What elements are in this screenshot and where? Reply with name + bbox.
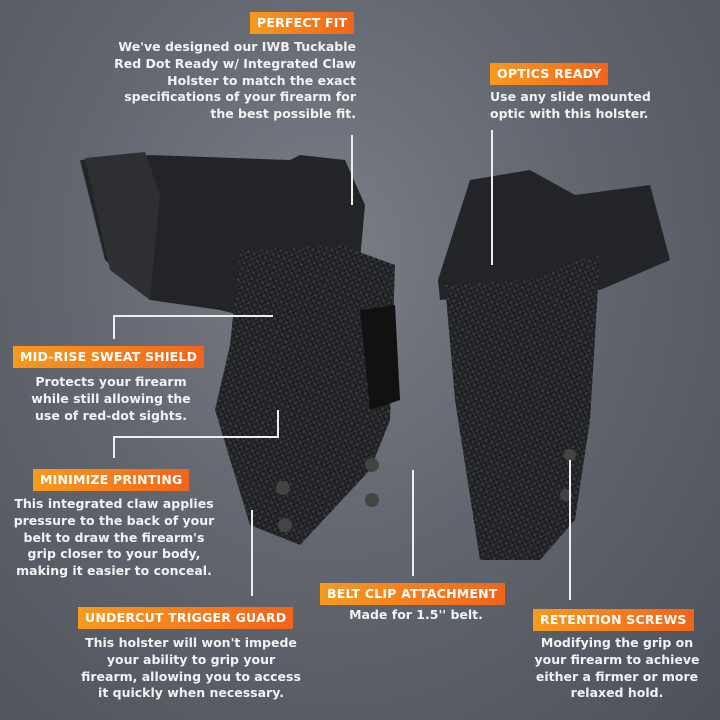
retention-screws-tag: RETENTION SCREWS bbox=[533, 609, 694, 631]
text-line: it quickly when necessary. bbox=[98, 685, 284, 701]
retention-connector bbox=[569, 460, 571, 600]
text-line: pressure to the back of your bbox=[13, 512, 215, 528]
text-line: specifications of your firearm for bbox=[124, 89, 356, 105]
perfect-fit-tag: PERFECT FIT bbox=[250, 12, 355, 34]
text-line: Use any slide mounted bbox=[490, 89, 651, 104]
text-line: Red Dot Ready w/ Integrated Claw bbox=[114, 55, 356, 71]
text-line: optic with this holster. bbox=[490, 105, 649, 121]
text-line: We've designed our IWB Tuckable bbox=[118, 39, 356, 54]
sweat-shield-tag: MID-RISE SWEAT SHIELD bbox=[13, 346, 205, 368]
text-line: grip closer to your body, bbox=[27, 546, 201, 562]
optics-ready-connector bbox=[491, 130, 493, 265]
printing-connector-v bbox=[277, 410, 279, 438]
text-line: This holster will won't impede bbox=[85, 635, 297, 650]
printing-connector bbox=[113, 436, 115, 458]
text-line: Modifying the grip on bbox=[540, 635, 694, 650]
text-line: relaxed hold. bbox=[570, 685, 664, 701]
text-line: making it easier to conceal. bbox=[16, 563, 212, 579]
text-line: belt to draw the firearm's bbox=[23, 529, 205, 545]
optics-ready-tag: OPTICS READY bbox=[490, 63, 609, 85]
belt-clip-connector bbox=[412, 470, 414, 576]
trigger-guard-connector bbox=[251, 510, 253, 596]
printing-connector-h bbox=[113, 436, 278, 438]
text-line: Made for 1.5'' belt. bbox=[349, 607, 483, 622]
left-holster-image bbox=[80, 152, 400, 545]
text-line: Holster to match the exact bbox=[167, 72, 356, 88]
perfect-fit-connector bbox=[351, 135, 353, 205]
text-line: your firearm to achieve bbox=[534, 651, 700, 667]
right-holster-image bbox=[438, 170, 670, 560]
belt-clip-text: Made for 1.5'' belt. bbox=[316, 607, 516, 624]
text-line: This integrated claw applies bbox=[14, 496, 214, 511]
text-line: the best possible fit. bbox=[210, 106, 356, 122]
text-line: firearm, allowing you to access bbox=[81, 668, 301, 684]
text-line: Protects your firearm bbox=[35, 374, 187, 389]
sweat-shield-connector-h bbox=[113, 315, 273, 317]
minimize-printing-tag: MINIMIZE PRINTING bbox=[33, 469, 190, 491]
trigger-guard-tag: UNDERCUT TRIGGER GUARD bbox=[78, 607, 294, 629]
text-line: while still allowing the bbox=[31, 390, 191, 406]
sweat-shield-connector bbox=[113, 315, 115, 339]
text-line: either a firmer or more bbox=[535, 668, 699, 684]
text-line: your ability to grip your bbox=[106, 651, 276, 667]
belt-clip-tag: BELT CLIP ATTACHMENT bbox=[320, 583, 505, 605]
text-line: use of red-dot sights. bbox=[35, 407, 187, 423]
